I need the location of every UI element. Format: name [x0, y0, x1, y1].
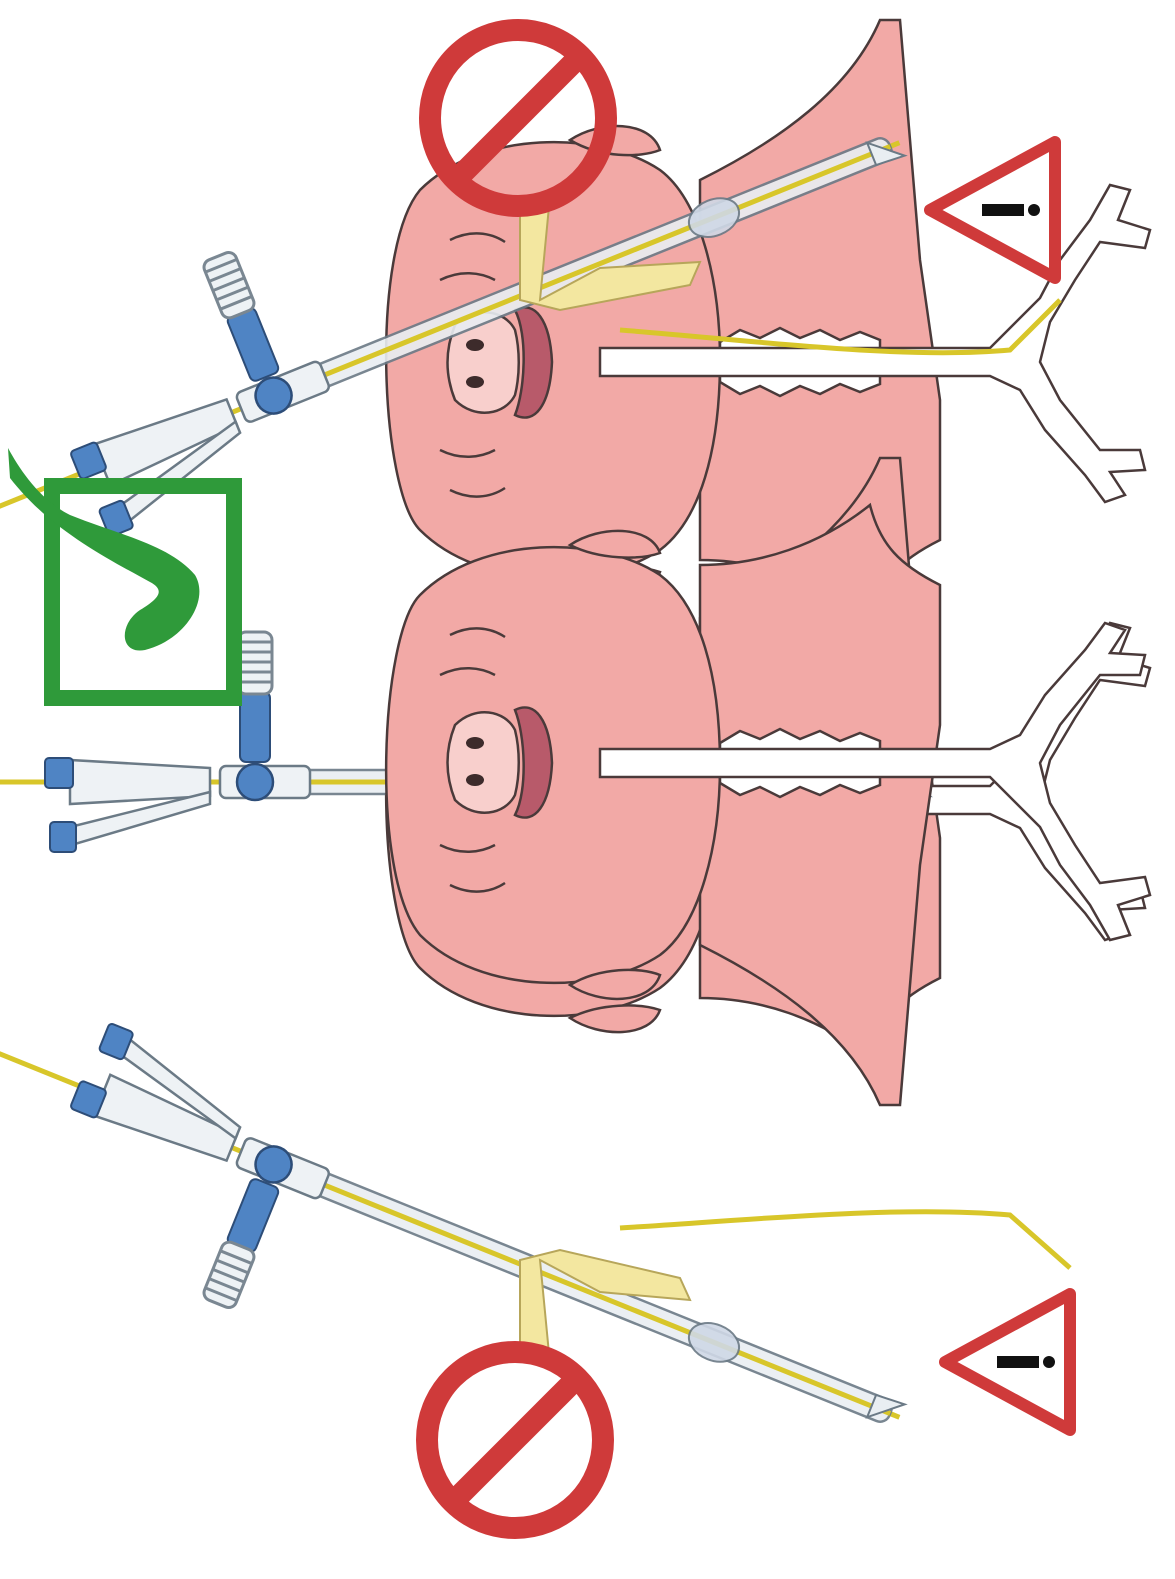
patient-head-top	[386, 20, 1150, 620]
panel-top-incorrect	[0, 4, 1150, 620]
patient-head-bottom	[386, 505, 1150, 1105]
tube-tip-left-bronchus	[620, 1212, 1070, 1268]
tube-assembly-bottom	[0, 974, 926, 1556]
panel-bottom-incorrect	[0, 505, 1150, 1556]
warning-icon	[945, 1294, 1070, 1430]
no-entry-icon	[427, 1352, 603, 1528]
warning-icon	[930, 142, 1055, 278]
checkmark-icon	[8, 448, 234, 698]
